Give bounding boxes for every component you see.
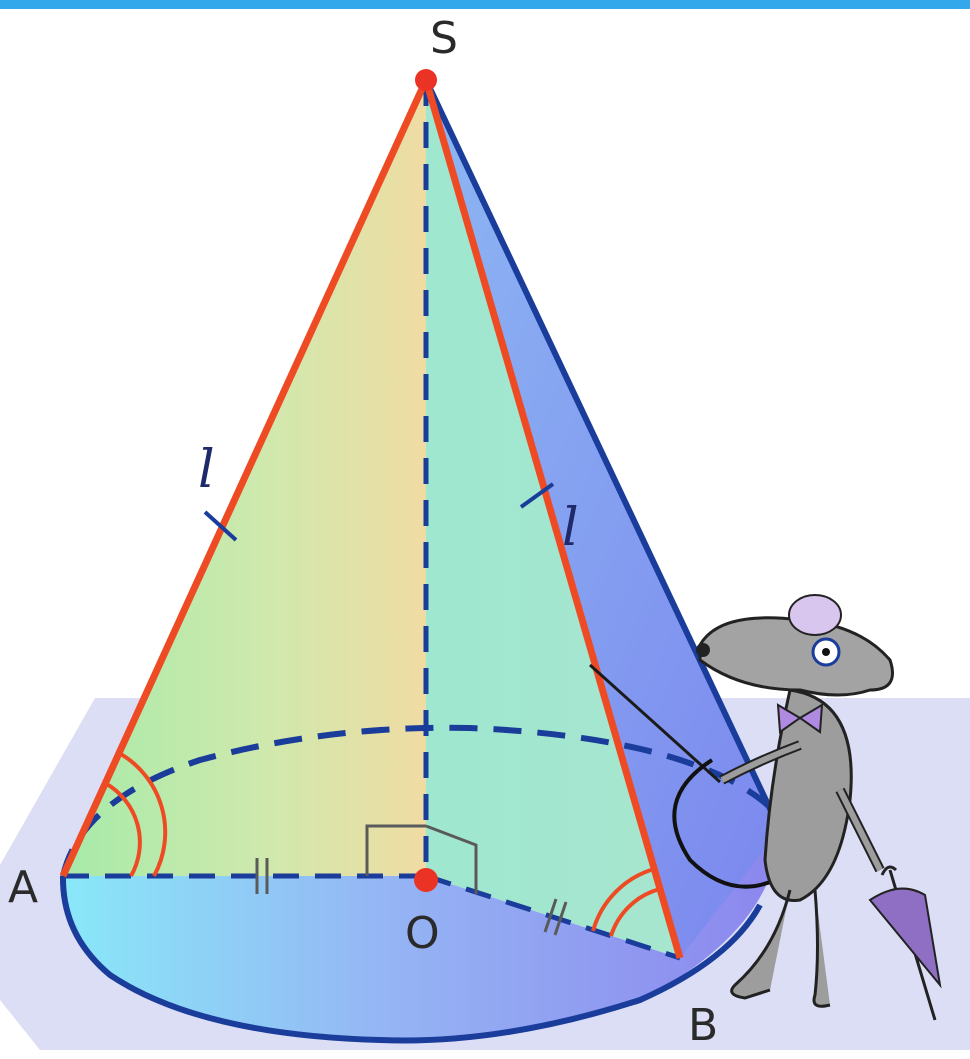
radius-OB [425, 873, 681, 961]
label-B: B [688, 1000, 718, 1051]
cone-outline-right [423, 78, 783, 832]
tick-mark-SB [519, 482, 555, 509]
top-accent-bar [0, 0, 970, 9]
generator-SB [422, 79, 684, 959]
point-O [414, 868, 438, 892]
base-ellipse-visible [59, 875, 763, 1044]
point-S [415, 69, 437, 91]
label-S: S [430, 13, 458, 64]
right-angle-marker-OB [425, 824, 478, 894]
angle-arcs-A [104, 751, 168, 877]
cone-base-front [62, 830, 780, 1041]
label-l-left: l [198, 440, 215, 500]
umbrella-icon [868, 865, 942, 1021]
angle-arcs-B [591, 867, 661, 937]
tick-marks-AO [255, 858, 269, 894]
mouse-character-icon [672, 594, 894, 1008]
label-l-right: l [562, 498, 579, 558]
cone-side-surface [426, 80, 780, 958]
pointer-stick [588, 663, 722, 784]
generator-SA [59, 78, 430, 878]
tick-marks-OB [543, 898, 568, 936]
tick-mark-SA [203, 510, 238, 542]
label-O: O [405, 908, 440, 959]
bow-tie-icon [776, 703, 824, 734]
label-A: A [8, 862, 38, 913]
right-angle-marker-AO [365, 824, 426, 876]
